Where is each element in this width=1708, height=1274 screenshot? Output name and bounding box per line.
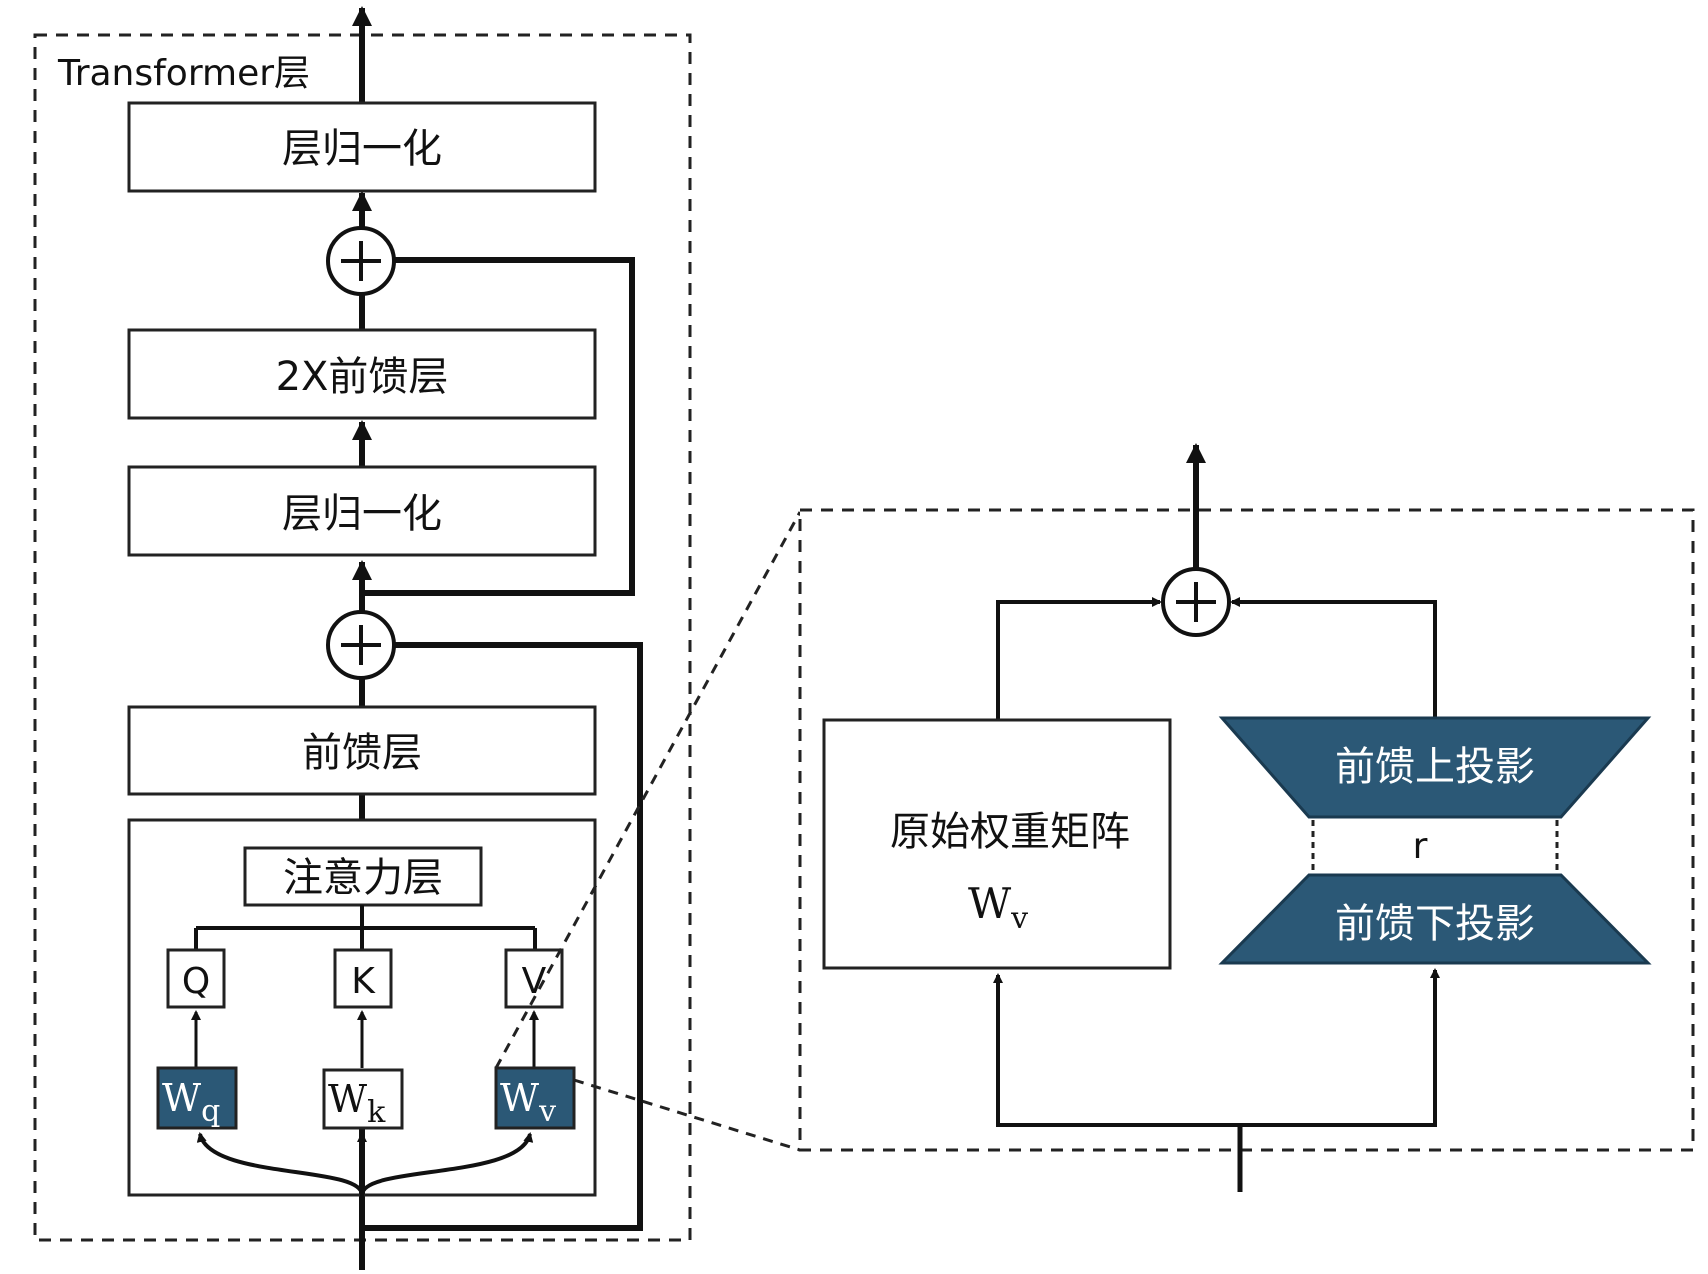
wv-box <box>494 1066 576 1130</box>
lora-add-plus <box>1176 582 1216 622</box>
ffn-label: 前馈层 <box>302 730 422 776</box>
k-box <box>333 948 393 1009</box>
layer-norm-mid-label: 层归一化 <box>282 491 442 537</box>
input-fanout-curves <box>196 1132 534 1270</box>
ffn-2x-box <box>127 328 597 420</box>
attention-layer-label: 注意力层 <box>283 855 443 901</box>
transformer-layer-title: Transformer层 <box>57 53 310 94</box>
up-projection-label: 前馈上投影 <box>1335 744 1535 790</box>
up-projection-shape <box>1218 716 1652 819</box>
lora-input-lines <box>993 968 1440 1127</box>
original-weight-box <box>822 718 1172 970</box>
original-weight-label: 原始权重矩阵 <box>890 809 1130 855</box>
q-label: Q <box>182 961 210 1002</box>
wq-box <box>156 1066 238 1130</box>
ffn-2x-label: 2X前馈层 <box>276 354 449 400</box>
rank-label: r <box>1413 826 1428 867</box>
layer-norm-top-label: 层归一化 <box>282 126 442 172</box>
down-projection-shape <box>1218 873 1652 965</box>
down-projection-label: 前馈下投影 <box>1335 901 1535 947</box>
zoom-connector-lines <box>494 511 802 1152</box>
layer-norm-top-box <box>127 101 597 193</box>
qkv-branch-lines <box>194 905 537 950</box>
rank-bottleneck-lines <box>1311 820 1559 875</box>
wq-label: Wq <box>162 1076 220 1129</box>
wv-label: Wv <box>500 1076 556 1129</box>
k-label: K <box>351 961 376 1002</box>
wk-label: Wk <box>328 1077 386 1130</box>
q-box <box>166 948 226 1009</box>
add-top-plus <box>341 241 381 281</box>
attention-layer-box <box>243 846 483 907</box>
add-mid-plus <box>341 625 381 665</box>
ffn-box <box>127 705 597 796</box>
residual-connections <box>362 257 643 1231</box>
w-to-qkv-arrows <box>191 1010 539 1068</box>
lora-merge-lines <box>996 597 1437 720</box>
wk-box <box>322 1068 404 1130</box>
layer-norm-mid-box <box>127 465 597 557</box>
original-weight-symbol: Wv <box>968 879 1028 936</box>
